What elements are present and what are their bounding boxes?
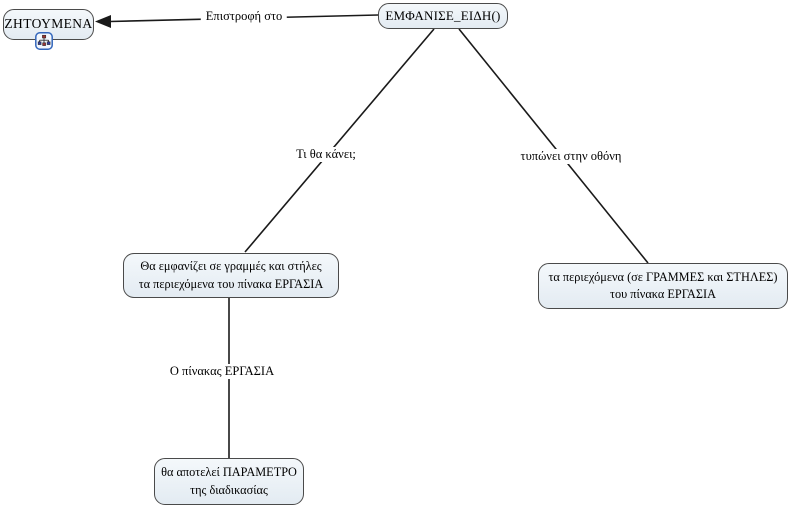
node-right-detail[interactable]: τα περιεχόμενα (σε ΓΡΑΜΜΕΣ και ΣΤΗΛΕΣ) τ… [538,263,788,309]
node-right-detail-line1: τα περιεχόμενα (σε ΓΡΑΜΜΕΣ και ΣΤΗΛΕΣ) [548,269,778,284]
arrowhead-return-to [95,15,111,28]
connector-prints [458,28,649,264]
node-left-detail-line1: Θα εμφανίζει σε γραμμές και στήλες [140,259,322,274]
node-bottom-detail-line2: της διαδικασίας [190,482,268,497]
node-left-detail-line2: τα περιεχόμενα του πίνακα ΕΡΓΑΣΙΑ [138,276,324,291]
connector-what-does [244,28,435,253]
link-label-table-ergasia[interactable]: Ο πίνακας ΕΡΓΑΣΙΑ [164,364,280,379]
node-bottom-detail[interactable]: θα αποτελεί ΠΑΡΑΜΕΤΡΟ της διαδικασίας [154,458,304,505]
node-right-detail-line2: του πίνακα ΕΡΓΑΣΙΑ [610,287,716,301]
node-bottom-detail-line1: θα αποτελεί ΠΑΡΑΜΕΤΡΟ [161,465,297,480]
link-label-return-to[interactable]: Επιστροφή στο [200,9,288,24]
concept-map-resource-icon[interactable] [35,32,53,50]
node-zitoumena-label: ΖΗΤΟΥΜΕΝΑ [4,16,93,32]
node-emfanise-eidi[interactable]: ΕΜΦΑΝΙΣΕ_ΕΙΔΗ() [378,3,508,29]
link-label-prints-on-screen[interactable]: τυπώνει στην οθόνη [515,149,627,164]
node-left-detail[interactable]: Θα εμφανίζει σε γραμμές και στήλες τα πε… [123,253,339,298]
node-emfanise-eidi-label: ΕΜΦΑΝΙΣΕ_ΕΙΔΗ() [385,7,501,23]
link-label-what-does[interactable]: Τι θα κάνει; [291,147,361,162]
